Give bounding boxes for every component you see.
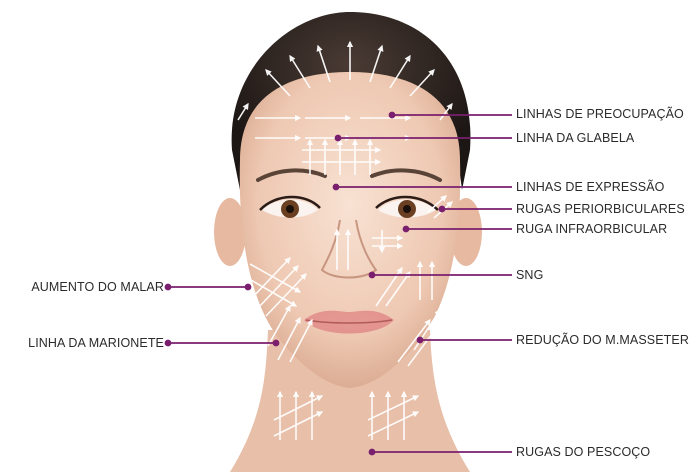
label-rugas-do-pescoco: RUGAS DO PESCOÇO <box>516 445 650 459</box>
leader-dot <box>440 207 445 212</box>
leader-dot <box>418 338 423 343</box>
label-linhas-de-preocupacao: LINHAS DE PREOCUPAÇÃO <box>516 107 684 121</box>
leader-dot <box>166 341 171 346</box>
label-reducao-do-masseter: REDUÇÃO DO M.MASSETER <box>516 333 689 347</box>
leader-dot <box>390 113 395 118</box>
leader-dot <box>166 285 171 290</box>
leader-dot <box>336 136 341 141</box>
label-linha-da-marionete: LINHA DA MARIONETE <box>8 336 164 350</box>
leader-dot <box>246 285 251 290</box>
label-linhas-de-expressao: LINHAS DE EXPRESSÃO <box>516 180 664 194</box>
label-aumento-do-malar: AUMENTO DO MALAR <box>8 280 164 294</box>
label-sng: SNG <box>516 268 543 282</box>
leader-dot <box>274 341 279 346</box>
leader-dot <box>404 227 409 232</box>
label-linha-da-glabela: LINHA DA GLABELA <box>516 131 634 145</box>
leader-dot <box>334 185 339 190</box>
label-ruga-infraorbicular: RUGA INFRAORBICULAR <box>516 222 667 236</box>
leader-dot <box>370 450 375 455</box>
leader-dot <box>370 273 375 278</box>
label-rugas-periorbiculares: RUGAS PERIORBICULARES <box>516 202 685 216</box>
